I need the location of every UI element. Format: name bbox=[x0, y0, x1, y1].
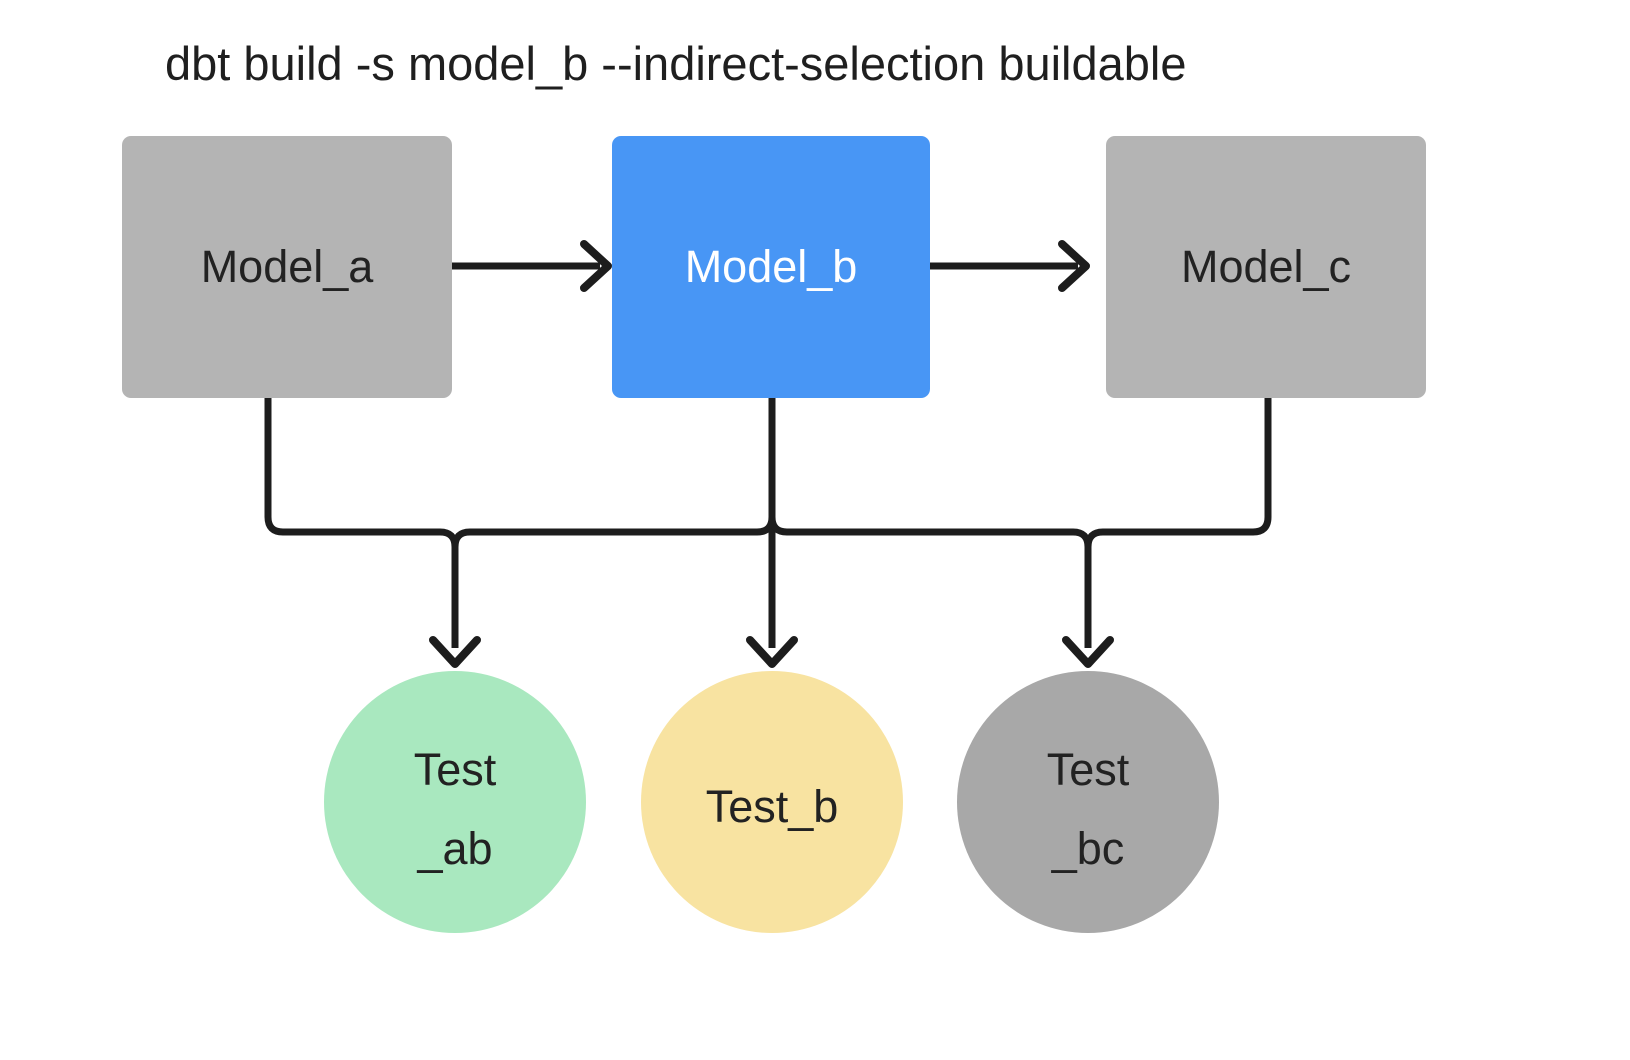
edge-model-b-to-test-ab bbox=[451, 398, 776, 648]
test-node-test-bc[interactable]: Test _bc bbox=[957, 671, 1219, 933]
model-c-label: Model_c bbox=[1181, 241, 1351, 292]
model-node-model-c[interactable]: Model_c bbox=[1106, 136, 1426, 398]
model-node-model-b[interactable]: Model_b bbox=[612, 136, 930, 398]
edge-model-c-to-test-bc bbox=[1084, 398, 1272, 648]
edge-line bbox=[1084, 398, 1272, 648]
test-node-test-b[interactable]: Test_b bbox=[641, 671, 903, 933]
edge-model-b-to-test-bc bbox=[768, 398, 1114, 668]
edge-model-b-to-model-c bbox=[930, 240, 1090, 292]
edge-line bbox=[768, 398, 1092, 648]
model-a-box[interactable] bbox=[122, 136, 452, 398]
edge-line bbox=[451, 398, 776, 648]
edge-model-a-to-test-ab bbox=[264, 398, 481, 668]
edge-line bbox=[264, 398, 459, 648]
test-bc-label-line-2: _bc bbox=[1051, 823, 1125, 874]
test-b-circle[interactable] bbox=[641, 671, 903, 933]
test-node-test-ab[interactable]: Test _ab bbox=[324, 671, 586, 933]
test-bc-label-line-1: Test bbox=[1047, 744, 1130, 795]
model-b-label: Model_b bbox=[685, 241, 858, 292]
model-c-box[interactable] bbox=[1106, 136, 1426, 398]
arrow-head-icon bbox=[580, 240, 612, 292]
model-node-model-a[interactable]: Model_a bbox=[122, 136, 452, 398]
test-ab-label-line-1: Test bbox=[414, 744, 497, 795]
diagram-title: dbt build -s model_b --indirect-selectio… bbox=[165, 37, 1187, 90]
test-ab-label-line-2: _ab bbox=[416, 823, 492, 874]
arrow-head-icon bbox=[746, 636, 798, 668]
model-b-box[interactable] bbox=[612, 136, 930, 398]
model-a-label: Model_a bbox=[201, 241, 375, 292]
arrow-head-icon bbox=[1062, 636, 1114, 668]
arrow-head-icon bbox=[1058, 240, 1090, 292]
test-ab-circle[interactable] bbox=[324, 671, 586, 933]
edge-model-a-to-model-b bbox=[452, 240, 612, 292]
edge-layer bbox=[264, 240, 1272, 668]
arrow-head-icon bbox=[429, 636, 481, 668]
test-b-label: Test_b bbox=[706, 781, 839, 832]
test-bc-circle[interactable] bbox=[957, 671, 1219, 933]
